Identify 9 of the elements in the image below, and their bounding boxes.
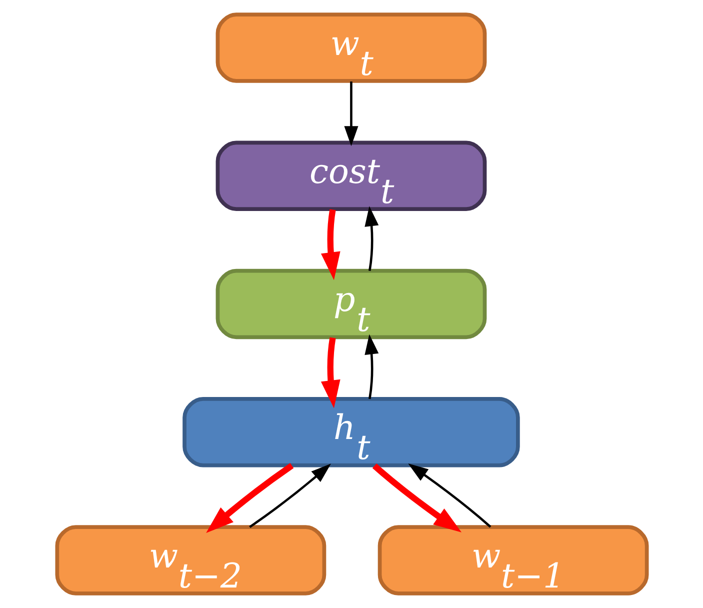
arrow bbox=[248, 464, 331, 528]
arrow bbox=[372, 464, 462, 532]
arrow bbox=[320, 209, 340, 280]
arrow bbox=[408, 464, 491, 528]
arrow bbox=[344, 82, 358, 146]
arrow bbox=[364, 334, 378, 400]
arrow bbox=[206, 463, 294, 534]
arrow bbox=[364, 206, 378, 271]
arrow bbox=[320, 337, 340, 408]
